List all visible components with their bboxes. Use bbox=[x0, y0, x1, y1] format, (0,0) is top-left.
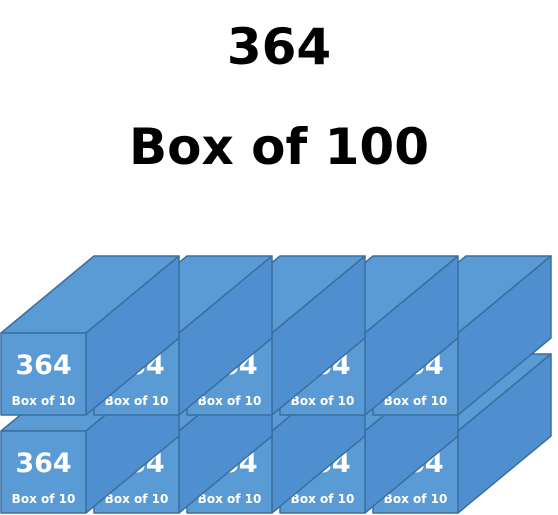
box-size-label: Box of 10 bbox=[105, 394, 169, 408]
box-size-label: Box of 10 bbox=[198, 394, 262, 408]
box-count-label: 364 bbox=[15, 448, 71, 479]
page-title-label: Box of 100 bbox=[129, 118, 429, 176]
box-size-label: Box of 10 bbox=[291, 394, 355, 408]
box-size-label: Box of 10 bbox=[384, 394, 448, 408]
box-front-face bbox=[0, 430, 87, 514]
box-size-label: Box of 10 bbox=[12, 394, 76, 408]
box-size-label: Box of 10 bbox=[12, 492, 76, 506]
box-size-label: Box of 10 bbox=[384, 492, 448, 506]
box-front-face bbox=[0, 332, 87, 416]
box-size-label: Box of 10 bbox=[198, 492, 262, 506]
box-size-label: Box of 10 bbox=[105, 492, 169, 506]
box-count-label: 364 bbox=[15, 350, 71, 381]
page-title-count: 364 bbox=[226, 18, 332, 76]
box-size-label: Box of 10 bbox=[291, 492, 355, 506]
